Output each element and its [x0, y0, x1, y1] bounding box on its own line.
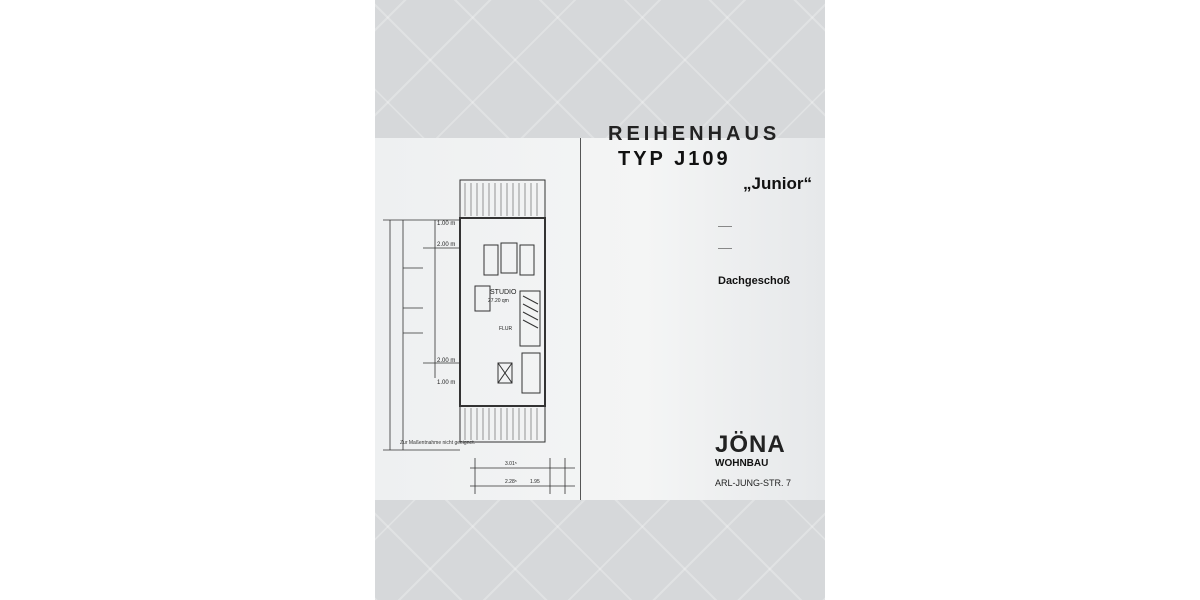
divider-line: [580, 138, 581, 500]
bottom-balcony: [459, 405, 546, 443]
room-name: STUDIO: [490, 289, 517, 296]
top-balcony: [459, 179, 546, 219]
hall-name: FLUR: [499, 326, 512, 332]
model-name: „Junior“: [743, 174, 812, 193]
dim-top: 1.00 m: [437, 221, 455, 227]
dim-bottom-row2b: 1.95: [530, 479, 540, 485]
header-partial: REIHENHAUS: [608, 123, 781, 145]
floor-plan-drawing: 1.00 m 2.00 m 2.00 m 1.00 m STUDIO 27.20…: [383, 179, 575, 494]
dim-bottom: 1.00 m: [437, 380, 455, 386]
dim-bottom-row1: 3.01⁵: [505, 461, 517, 467]
photo: 1.00 m 2.00 m 2.00 m 1.00 m STUDIO 27.20…: [375, 0, 825, 600]
short-rule: [718, 248, 732, 249]
company-address: ARL-JUNG-STR. 7: [715, 478, 792, 488]
room-area: 27.20 qm: [488, 298, 509, 304]
dim-bottom-row2: 2.28⁵: [505, 479, 517, 485]
disclaimer-note: Zur Maßentnahme nicht geeignet.: [400, 440, 476, 446]
floor-plan-sheet: 1.00 m 2.00 m 2.00 m 1.00 m STUDIO 27.20…: [375, 124, 825, 500]
company-logo: JÖNA: [715, 431, 786, 458]
dim-lower: 2.00 m: [437, 358, 455, 364]
company-logo-sub: WOHNBAU: [715, 458, 769, 469]
floor-label: Dachgeschoß: [718, 275, 791, 287]
dim-upper: 2.00 m: [437, 242, 455, 248]
type-title: TYP J109: [618, 148, 731, 170]
studio-walls: [459, 217, 546, 407]
short-rule: [718, 226, 732, 227]
